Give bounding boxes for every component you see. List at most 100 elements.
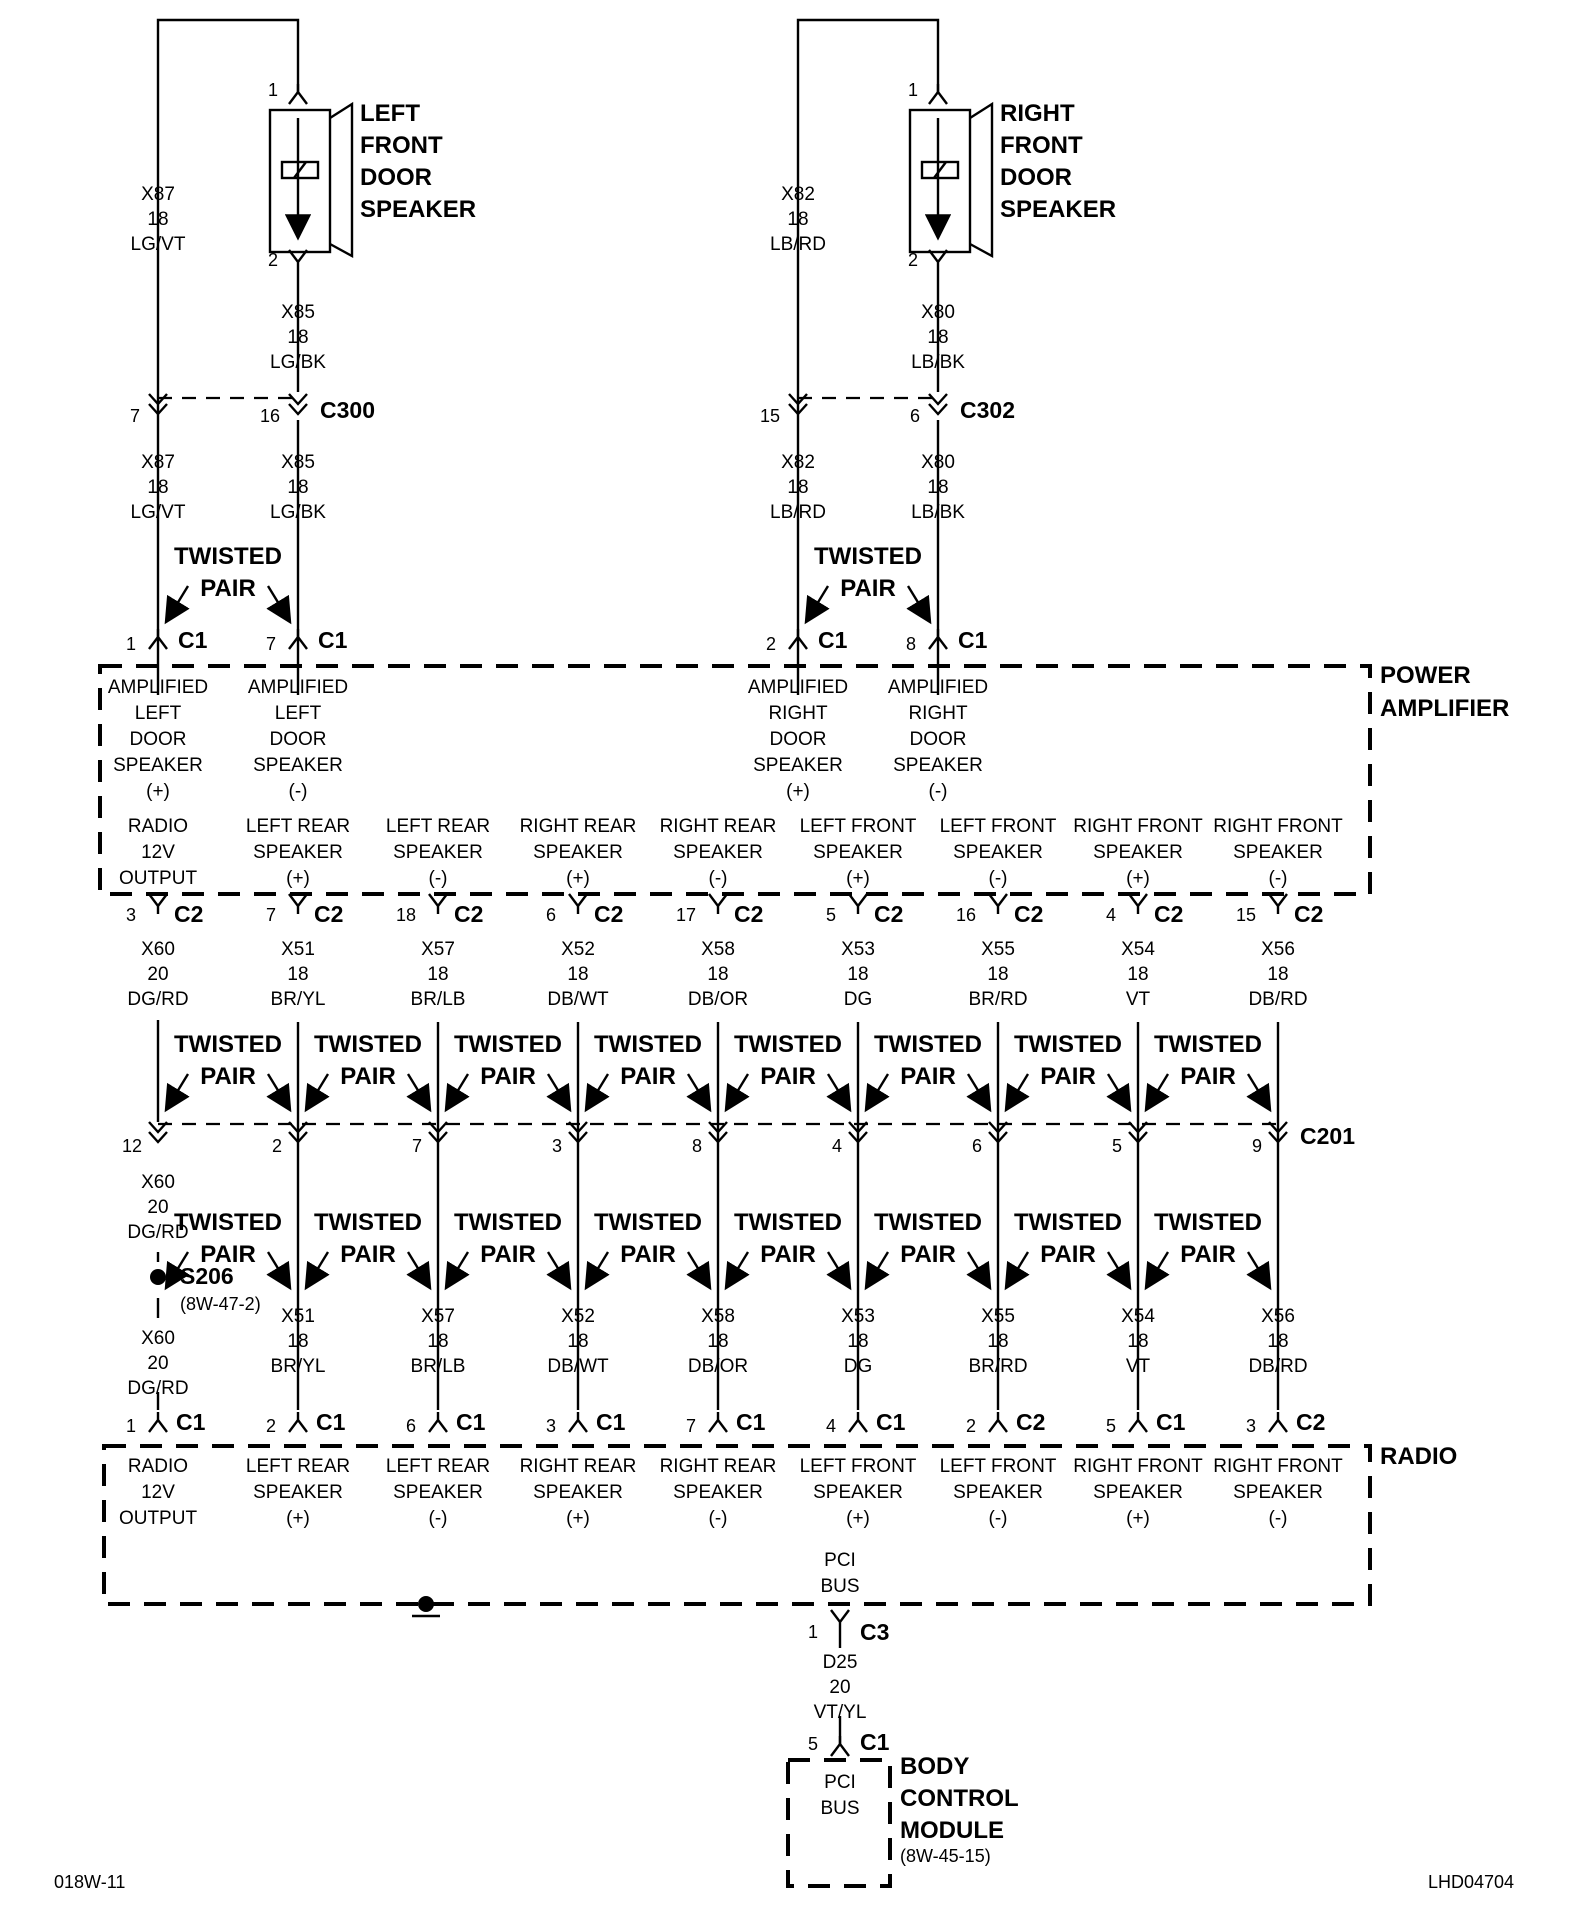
- left-speaker-name: SPEAKER: [360, 196, 476, 223]
- wire-spec: X58: [701, 939, 735, 960]
- wire-spec: DB/OR: [688, 1356, 748, 1377]
- pin-function-label: LEFT REAR: [386, 1456, 490, 1477]
- pin-function-label: (+): [846, 1508, 870, 1529]
- twisted-pair-label: PAIR: [900, 1241, 956, 1268]
- right-speaker-name: FRONT: [1000, 132, 1083, 159]
- pin-number: 16: [956, 905, 976, 925]
- wire-spec: DB/RD: [1248, 989, 1307, 1010]
- pin-function-label: LEFT FRONT: [800, 1456, 917, 1477]
- twist-arrow-right: [406, 1251, 432, 1291]
- wire-spec: VT/YL: [814, 1702, 867, 1723]
- inline-connector-symbol: [788, 393, 808, 416]
- pin-function-label: SPEAKER: [533, 1482, 623, 1503]
- wire-spec: 18: [1267, 1331, 1288, 1352]
- wire-spec: X52: [561, 1306, 595, 1327]
- pin-function-label: RIGHT: [768, 703, 828, 724]
- wire-spec: 20: [147, 1197, 168, 1218]
- pin-number: 15: [1236, 905, 1256, 925]
- left-speaker-coil: [293, 161, 307, 179]
- connector-name: C1: [860, 1729, 890, 1755]
- pin-number: 7: [266, 905, 276, 925]
- pin-function-label: SPEAKER: [1233, 1482, 1323, 1503]
- pin-number: 16: [260, 406, 280, 426]
- wire-spec: DB/WT: [547, 989, 609, 1010]
- connector-name: C2: [174, 901, 203, 927]
- wire-spec: 18: [787, 477, 808, 498]
- wire-spec: X54: [1121, 1306, 1155, 1327]
- pin-function-label: OUTPUT: [119, 868, 198, 889]
- pin-function-label: RIGHT REAR: [520, 1456, 637, 1477]
- connector-name: C1: [736, 1409, 766, 1435]
- pin-function-label: SPEAKER: [1093, 1482, 1183, 1503]
- pin-number: 7: [130, 406, 140, 426]
- twist-arrow-left: [444, 1251, 470, 1291]
- right-speaker-name: SPEAKER: [1000, 196, 1116, 223]
- splice-dot: [150, 1269, 166, 1285]
- wire-spec: X56: [1261, 1306, 1295, 1327]
- twist-arrow-right: [266, 1073, 292, 1113]
- connector-name: C1: [178, 627, 208, 653]
- connector-y-symbol: [428, 893, 448, 914]
- inline-connector-symbol: [848, 1121, 868, 1144]
- twist-arrow-left: [724, 1251, 750, 1291]
- left-speaker-body: [268, 108, 332, 254]
- bcm-ref: (8W-45-15): [900, 1846, 991, 1866]
- connector-name: C2: [1014, 901, 1043, 927]
- pin-number: 1: [268, 80, 278, 100]
- twist-arrow-right: [826, 1073, 852, 1113]
- twisted-pair-label: TWISTED: [174, 543, 282, 570]
- twisted-pair-label: PAIR: [200, 1063, 256, 1090]
- connector-y-symbol: [288, 249, 308, 270]
- pin-number: 1: [908, 80, 918, 100]
- twisted-pair-label: TWISTED: [454, 1209, 562, 1236]
- twist-arrow-left: [864, 1073, 890, 1113]
- twist-arrow-left: [304, 1251, 330, 1291]
- inline-connector-symbol: [148, 1121, 168, 1144]
- pin-function-label: (+): [566, 868, 590, 889]
- power-amplifier-box: [98, 664, 1372, 896]
- twist-arrow-right: [906, 585, 932, 625]
- wire-spec: LB/BK: [911, 352, 965, 373]
- pin-number: 2: [766, 634, 776, 654]
- pin-function-label: (+): [286, 868, 310, 889]
- twist-arrow-right: [1246, 1251, 1272, 1291]
- pin-number: 17: [676, 905, 696, 925]
- connector-lambda-symbol: [568, 1412, 588, 1433]
- pin-function-label: DOOR: [270, 729, 327, 750]
- power-amplifier-title: POWER: [1380, 662, 1471, 689]
- pin-function-label: SPEAKER: [253, 755, 343, 776]
- connector-lambda-symbol: [928, 629, 948, 650]
- left-speaker-cone: [329, 101, 354, 259]
- wire-spec: 20: [147, 964, 168, 985]
- pin-number: 6: [546, 905, 556, 925]
- wire-spec: 18: [707, 964, 728, 985]
- right-speaker-coil: [933, 161, 947, 179]
- twisted-pair-label: TWISTED: [1014, 1209, 1122, 1236]
- pin-function-label: LEFT FRONT: [800, 816, 917, 837]
- wire-spec: X57: [421, 1306, 455, 1327]
- wire-spec: 18: [287, 1331, 308, 1352]
- twist-arrow-right: [686, 1073, 712, 1113]
- twist-arrow-right: [1106, 1073, 1132, 1113]
- connector-name: C1: [596, 1409, 626, 1435]
- connector-name: C1: [876, 1409, 906, 1435]
- pin-number: 3: [552, 1136, 562, 1156]
- pin-function-label: AMPLIFIED: [888, 677, 988, 698]
- pin-function-label: RIGHT FRONT: [1213, 816, 1343, 837]
- wire-spec: X87: [141, 184, 175, 205]
- twist-arrow-left: [444, 1073, 470, 1113]
- connector-name: C1: [818, 627, 848, 653]
- radio-title: RADIO: [1380, 1443, 1457, 1470]
- twist-arrow-left: [1004, 1073, 1030, 1113]
- right-speaker-name: DOOR: [1000, 164, 1072, 191]
- splice-ref: (8W-47-2): [180, 1294, 261, 1314]
- connector-lambda-symbol: [830, 1736, 850, 1757]
- wire-spec: LG/VT: [131, 502, 186, 523]
- pin-function-label: RIGHT FRONT: [1073, 1456, 1203, 1477]
- pin-function-label: (+): [146, 781, 170, 802]
- pin-function-label: SPEAKER: [113, 755, 203, 776]
- pin-function-label: (-): [429, 1508, 448, 1529]
- inline-connector-symbol: [288, 393, 308, 416]
- wire-spec: X54: [1121, 939, 1155, 960]
